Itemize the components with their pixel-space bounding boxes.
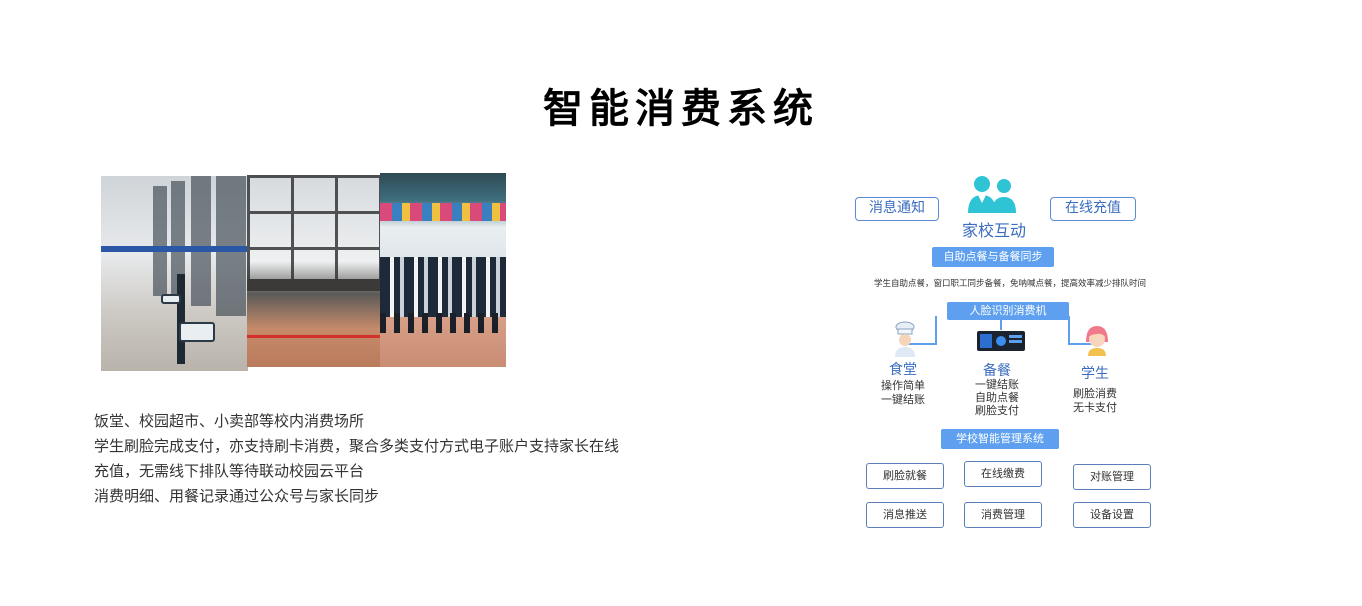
role-prep-item: 一键结账 [975,378,1019,391]
student-icon [1083,324,1111,356]
system-diagram: 消息通知 家校互动 在线充值 自助点餐与备餐同步 学生自助点餐，窗口职工同步备餐… [840,165,1180,535]
role-student-item: 刷脸消费 [1073,387,1117,400]
module-face-dining: 刷脸就餐 [866,463,944,489]
description-line: 饭堂、校园超市、小卖部等校内消费场所 [94,412,365,430]
parents-icon [964,173,1022,213]
canteen-corridor-photo [101,176,248,371]
module-message-push: 消息推送 [866,502,944,528]
role-prep-item: 自助点餐 [975,391,1019,404]
chef-icon [892,321,918,357]
role-canteen-item: 一键结账 [881,393,925,406]
module-device-settings: 设备设置 [1073,502,1151,528]
feature-description: 饭堂、校园超市、小卖部等校内消费场所 学生刷脸完成支付，亦支持刷卡消费，聚合多类… [94,409,619,509]
role-prep-item: 刷脸支付 [975,404,1019,417]
students-queue-photo [380,173,506,367]
description-line: 充值，无需线下排队等待联动校园云平台 [94,462,365,480]
online-recharge-box: 在线充值 [1050,197,1136,221]
page-title: 智能消费系统 [543,86,819,132]
canteen-photo-collage [101,173,506,371]
module-online-payment: 在线缴费 [964,461,1042,487]
flow-description: 学生自助点餐，窗口职工同步备餐，免呐喊点餐，提高效率减少排队时间 [873,279,1146,289]
module-reconciliation: 对账管理 [1073,464,1151,490]
role-student-item: 无卡支付 [1073,401,1117,414]
home-school-interaction-label: 家校互动 [961,221,1026,240]
message-notification-box: 消息通知 [855,197,939,221]
role-canteen-title: 食堂 [889,362,917,378]
face-recognition-machine-pill: 人脸识别消费机 [947,302,1069,320]
description-line: 消费明细、用餐记录通过公众号与家长同步 [94,487,380,505]
description-line: 学生刷脸完成支付，亦支持刷卡消费，聚合多类支付方式电子账户支持家长在线 [94,437,620,455]
module-consumption-management: 消费管理 [964,502,1042,528]
school-management-system-pill: 学校智能管理系统 [941,429,1059,449]
sync-order-pill: 自助点餐与备餐同步 [932,247,1054,267]
canteen-window-photo [247,175,380,367]
role-prep-title: 备餐 [983,363,1011,379]
role-canteen-item: 操作简单 [881,379,925,392]
role-student-title: 学生 [1081,366,1109,382]
face-terminal-icon [976,330,1026,352]
